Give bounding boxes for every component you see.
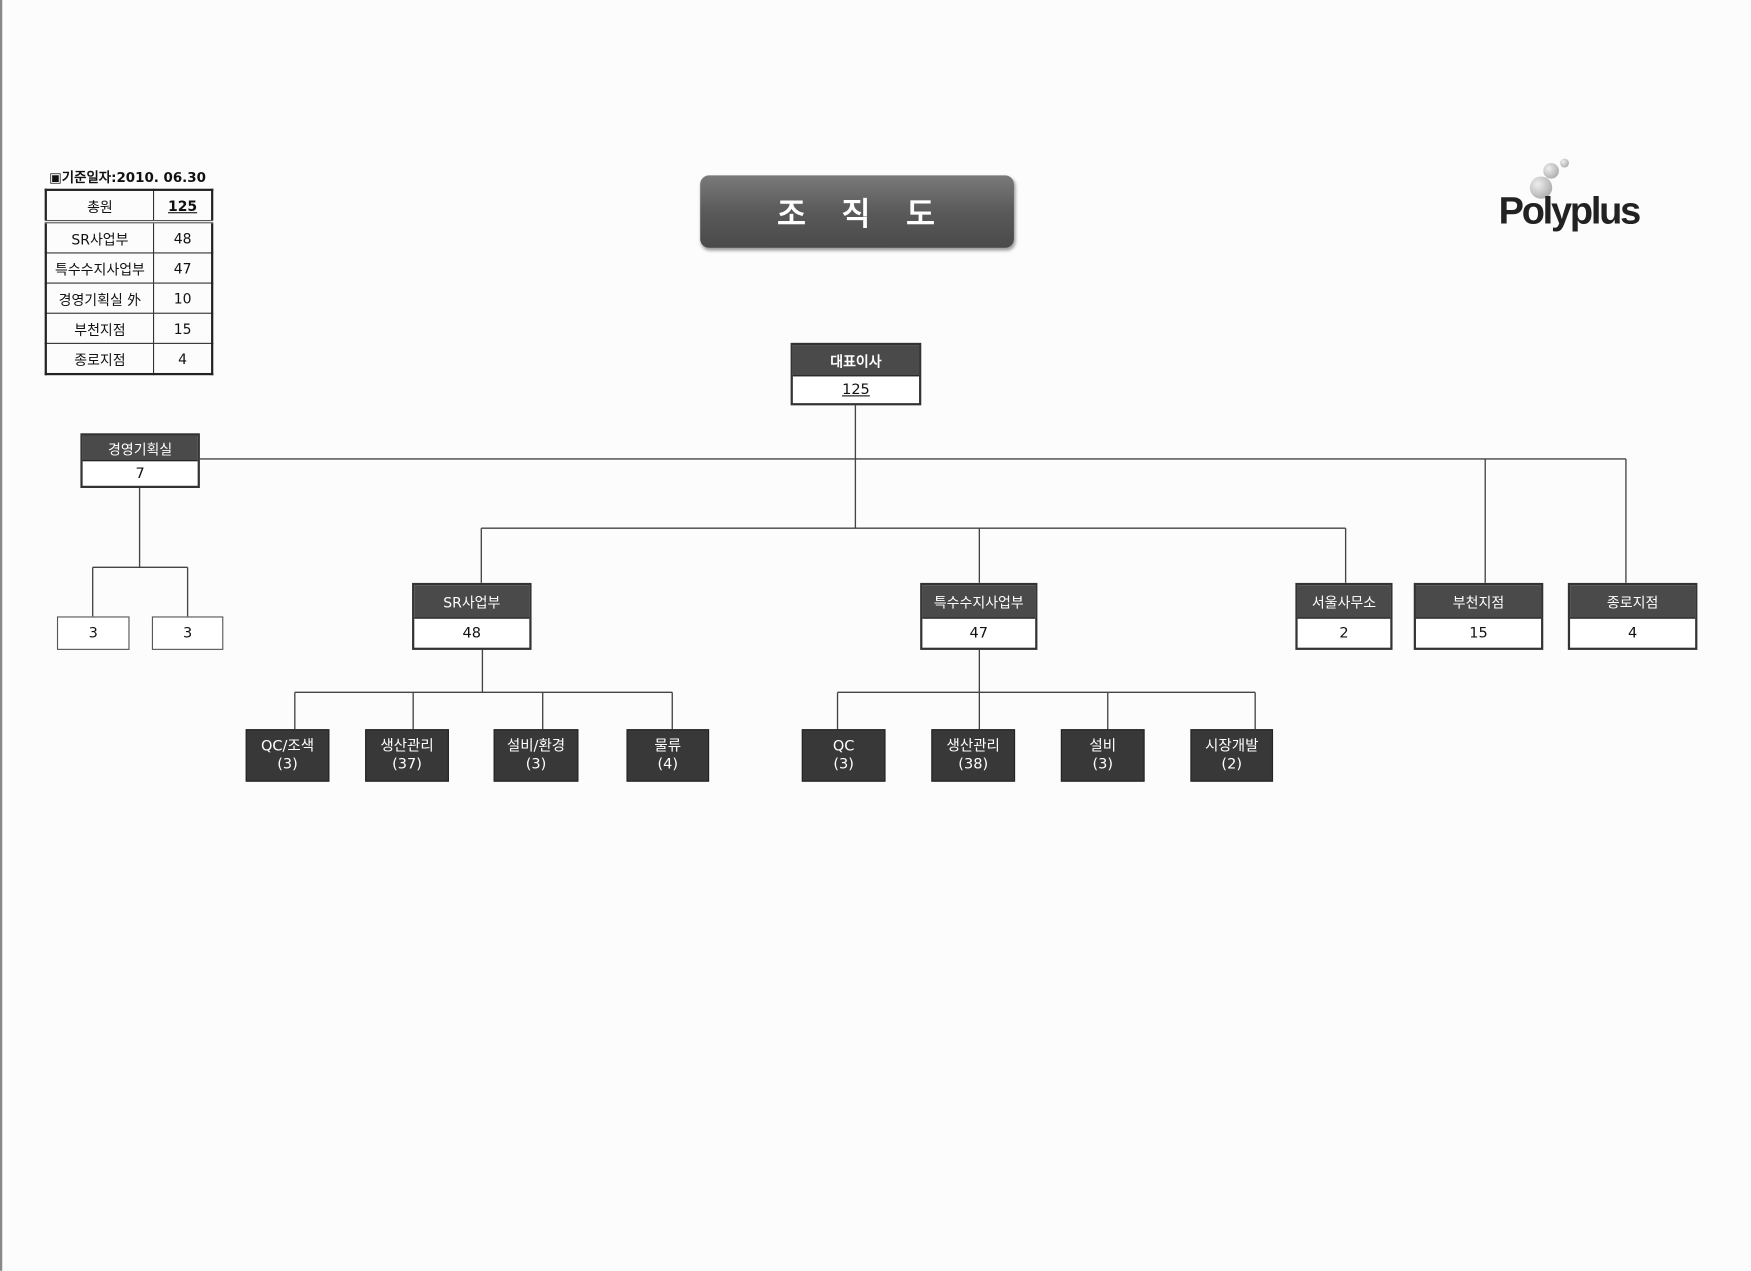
team-name: 생산관리 — [380, 737, 434, 755]
team-name: QC/조색 — [260, 737, 315, 755]
row-value: 47 — [152, 252, 213, 284]
team-count: (37) — [392, 755, 422, 773]
node-sr-division: SR사업부 48 — [412, 582, 532, 650]
team-special-facility: 설비(3) — [1060, 729, 1145, 782]
team-count: (3) — [833, 755, 854, 773]
node-count: 7 — [135, 465, 145, 482]
row-label: 부천지점 — [45, 312, 155, 344]
team-count: (3) — [1092, 755, 1114, 773]
node-count: 15 — [1469, 624, 1488, 642]
row-label: 특수수지사업부 — [45, 252, 155, 284]
team-special-production: 생산관리(38) — [931, 729, 1016, 782]
team-count: (3) — [277, 755, 298, 773]
node-title: 종로지점 — [1570, 585, 1696, 619]
node-title: 특수수지사업부 — [922, 585, 1036, 619]
row-label: 경영기획실 外 — [45, 282, 155, 314]
node-count: 47 — [969, 624, 989, 642]
node-bucheon-branch: 부천지점 15 — [1413, 582, 1544, 650]
row-value: 4 — [152, 342, 213, 375]
logo-bubble-icon — [1543, 163, 1559, 179]
scan-edge — [0, 0, 3, 1271]
team-special-qc: QC(3) — [801, 729, 886, 782]
node-seoul-office: 서울사무소 2 — [1295, 582, 1393, 650]
row-label: 총원 — [45, 189, 155, 224]
reference-date: ▣기준일자:2010. 06.30 — [49, 169, 206, 186]
row-label: SR사업부 — [45, 221, 155, 254]
node-title: 경영기획실 — [82, 435, 198, 462]
row-value: 15 — [152, 312, 213, 344]
node-title: 부천지점 — [1415, 585, 1542, 619]
team-count: (2) — [1221, 755, 1242, 773]
node-ceo: 대표이사 125 — [790, 342, 922, 406]
team-name: 생산관리 — [946, 737, 1000, 755]
team-count: (4) — [657, 755, 679, 773]
node-title: 서울사무소 — [1297, 585, 1391, 619]
team-sr-facility: 설비/환경(3) — [493, 729, 579, 782]
team-sr-qc: QC/조색(3) — [245, 729, 330, 782]
node-planning: 경영기획실 7 — [80, 433, 200, 488]
logo-bubble-icon — [1529, 176, 1553, 199]
team-name: 물류 — [654, 737, 682, 755]
planning-subunit: 3 — [151, 616, 224, 650]
logo-bubble-icon — [1560, 158, 1569, 168]
node-count: 2 — [1339, 624, 1349, 642]
team-sr-production: 생산관리(37) — [365, 729, 449, 782]
team-count: (3) — [525, 755, 547, 773]
team-sr-logistics: 물류(4) — [626, 729, 710, 782]
row-value: 125 — [152, 189, 213, 224]
node-count: 48 — [462, 624, 482, 642]
row-value: 10 — [152, 282, 213, 314]
team-count: (38) — [958, 755, 989, 773]
logo-wordmark: Polyplus — [1498, 189, 1642, 233]
team-name: 설비/환경 — [506, 737, 566, 755]
node-title: 대표이사 — [792, 345, 920, 377]
team-special-market-dev: 시장개발(2) — [1190, 729, 1274, 782]
node-special-resin-division: 특수수지사업부 47 — [920, 582, 1038, 650]
page-title: 조직도 — [700, 175, 1014, 248]
row-label: 종로지점 — [45, 342, 155, 375]
team-name: 설비 — [1089, 737, 1117, 755]
node-title: SR사업부 — [414, 585, 530, 619]
team-name: 시장개발 — [1205, 737, 1259, 755]
planning-subunit: 3 — [56, 616, 130, 650]
node-jongno-branch: 종로지점 4 — [1567, 582, 1698, 650]
row-value: 48 — [152, 221, 213, 254]
polyplus-logo: Polyplus — [1499, 156, 1661, 240]
node-count: 4 — [1627, 624, 1638, 642]
team-name: QC — [832, 737, 855, 755]
node-count: 125 — [842, 381, 870, 399]
